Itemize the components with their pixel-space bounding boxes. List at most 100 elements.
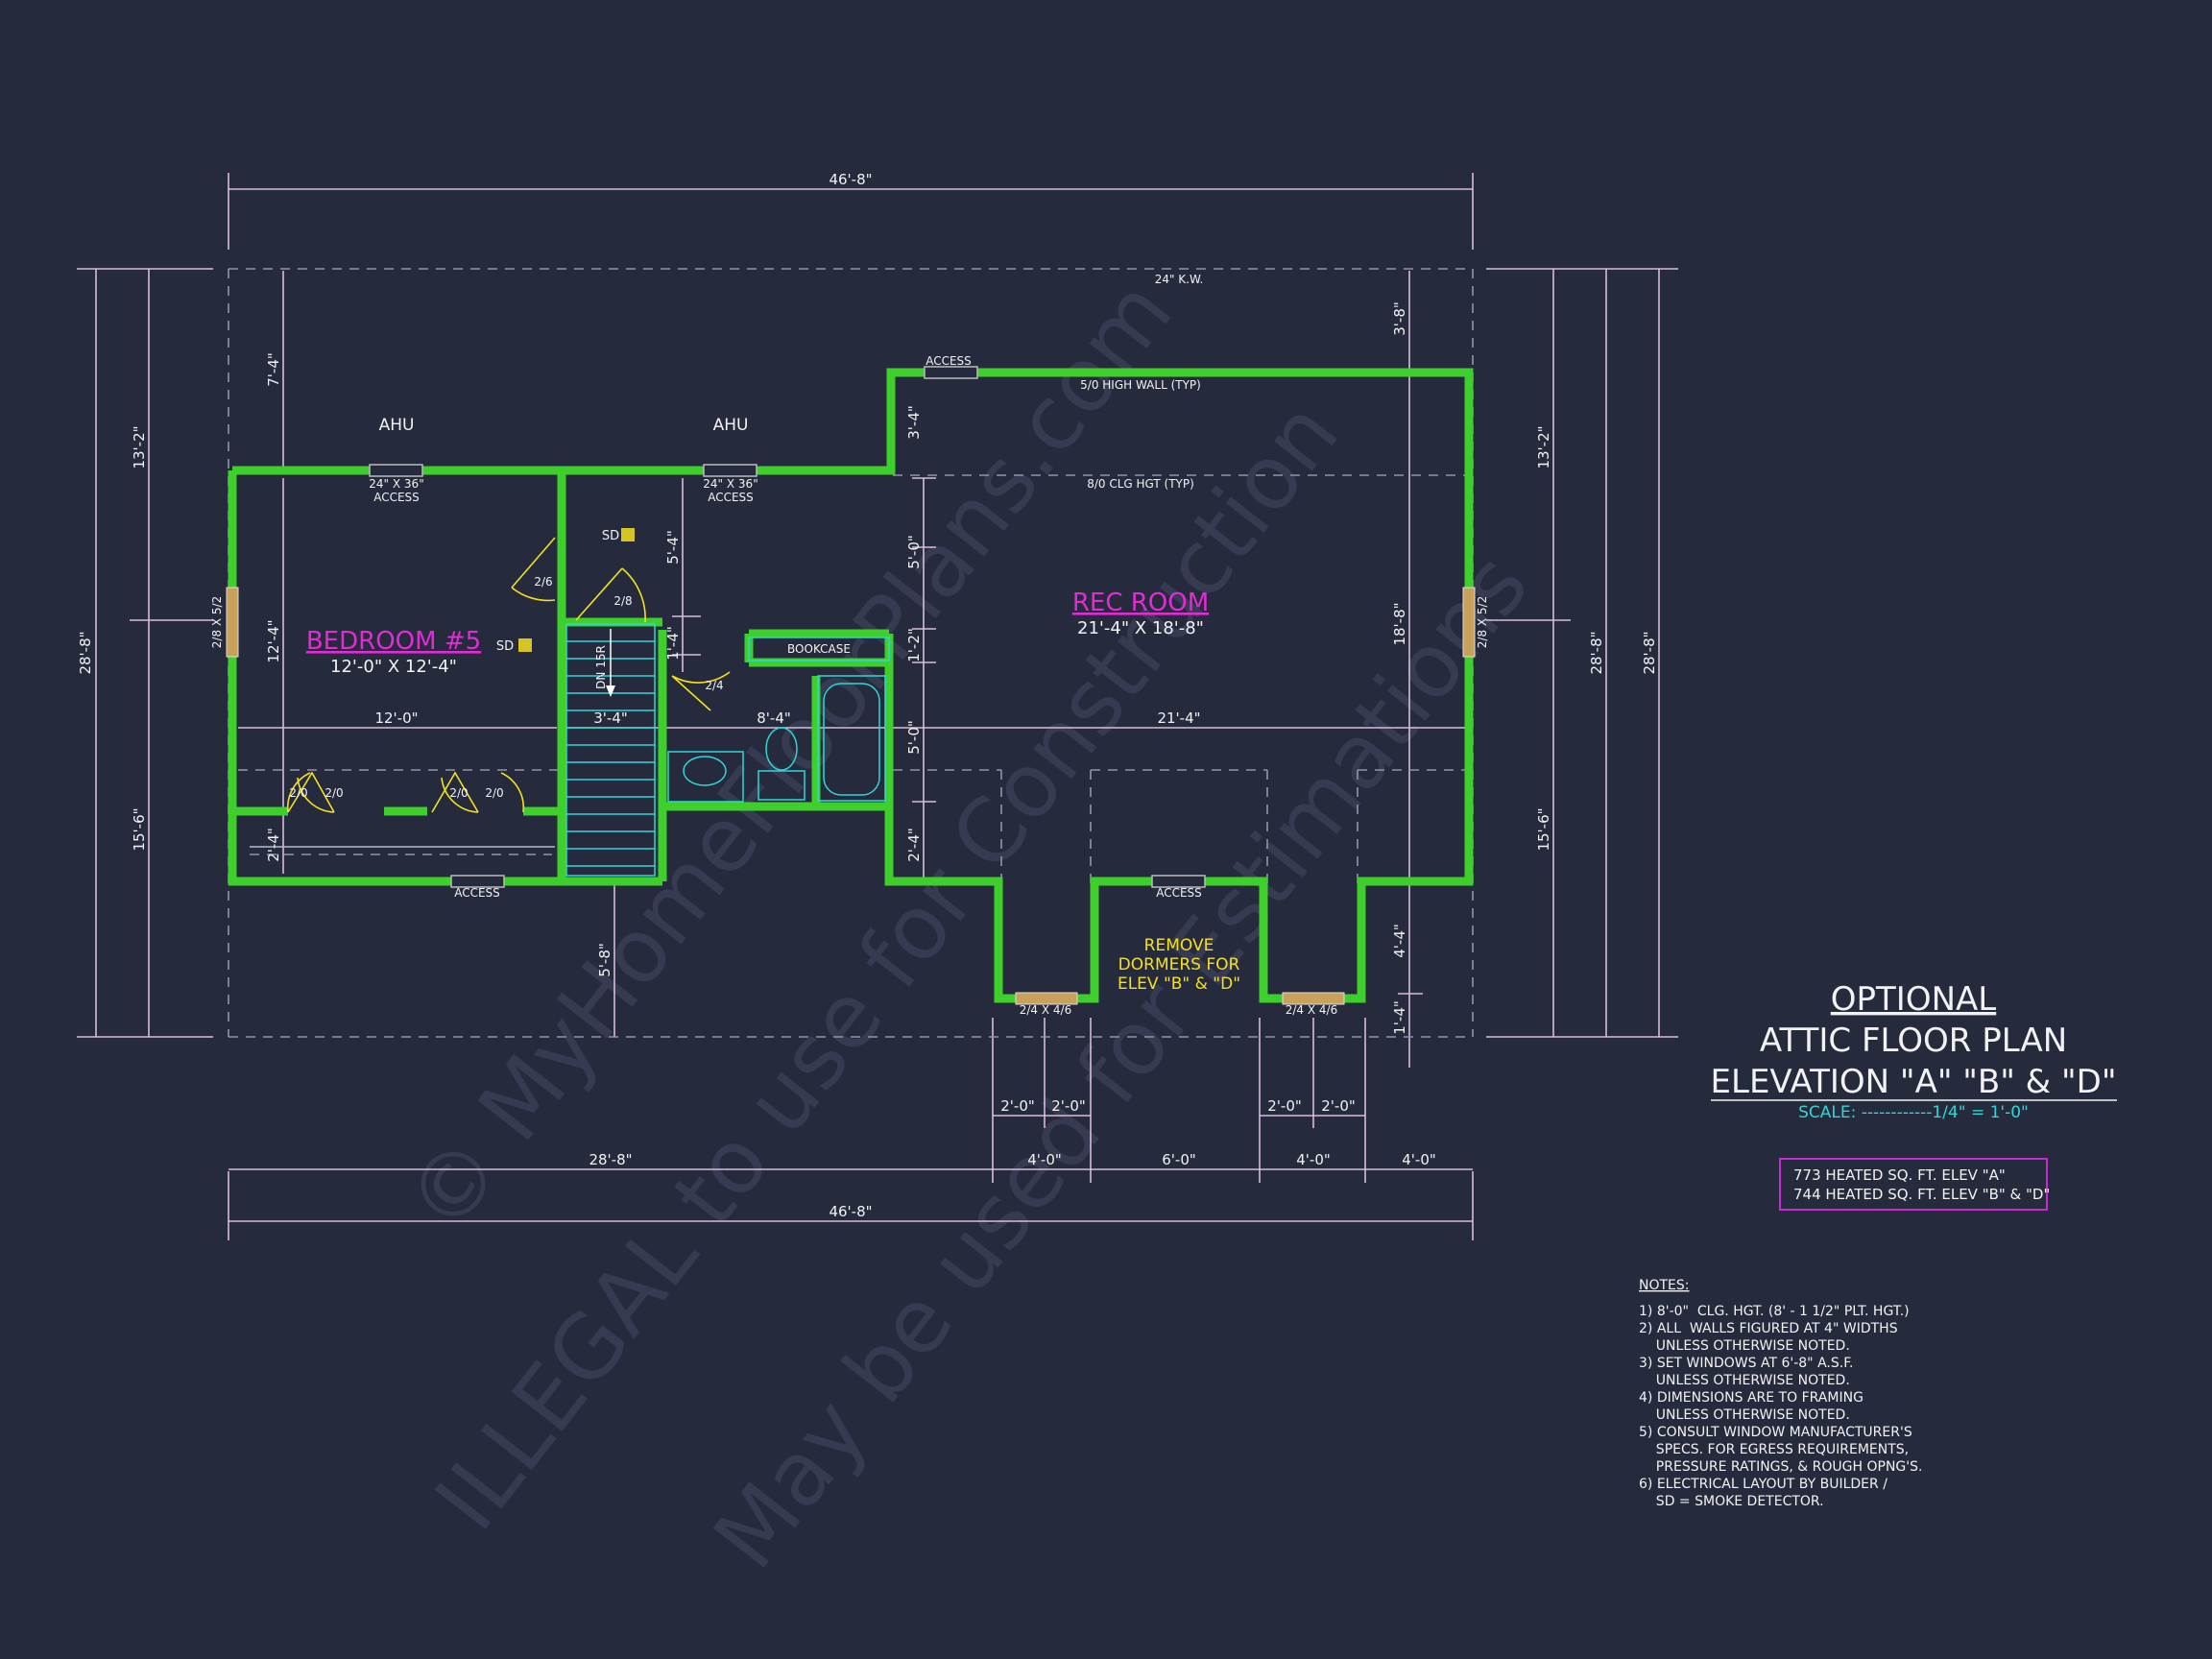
note-line: UNLESS OTHERWISE NOTED. [1639, 1407, 1850, 1423]
plan-labels: 24" K.W. AHU AHU 24" X 36" ACCESS 24" X … [210, 273, 1489, 1017]
sqft-line-2: 744 HEATED SQ. FT. ELEV "B" & "D" [1793, 1186, 2050, 1203]
title-line-3: ELEVATION "A" "B" & "D" [1711, 1063, 2117, 1101]
closet-door-1: 2/0 [289, 786, 307, 800]
rec-room-label: REC ROOM [1072, 589, 1209, 617]
window-openings [226, 366, 1476, 1005]
dim-bottom-2-0b: 2'-0" [1051, 1097, 1086, 1115]
title-line-1: OPTIONAL [1831, 980, 1997, 1019]
bookcase-label: BOOKCASE [787, 642, 851, 656]
note-line: 1) 8'-0" CLG. HGT. (8' - 1 1/2" PLT. HGT… [1639, 1304, 1910, 1319]
access-bottom-mid: ACCESS [1156, 886, 1202, 900]
dim-bottom-2-0d: 2'-0" [1321, 1097, 1356, 1115]
bath-fixtures [667, 637, 890, 803]
doors [286, 537, 731, 813]
dim-right-4-4: 4'-4" [1391, 924, 1408, 958]
dim-bed-2-4: 2'-4" [265, 828, 282, 862]
rec-room-size: 21'-4" X 18'-8" [1077, 618, 1204, 638]
closet-door-3: 2/0 [449, 786, 468, 800]
door-2-8: 2/8 [613, 594, 632, 608]
dim-mid-5-0a: 5'-0" [905, 535, 923, 569]
dim-low-5-8: 5'-8" [596, 943, 613, 977]
dim-hall-5-4: 5'-4" [664, 530, 682, 565]
note-line: 6) ELECTRICAL LAYOUT BY BUILDER / [1639, 1477, 1887, 1492]
dim-top-3-8: 3'-8" [1391, 301, 1408, 336]
note-line: UNLESS OTHERWISE NOTED. [1639, 1338, 1850, 1354]
dim-bottom-2-0c: 2'-0" [1267, 1097, 1302, 1115]
bedroom-size: 12'-0" X 12'-4" [330, 657, 457, 677]
smoke-detector-icon [518, 638, 532, 652]
dim-mid-2-4: 2'-4" [905, 828, 923, 862]
dim-bottom-6-0: 6'-0" [1162, 1151, 1196, 1168]
sd-label-1: SD [602, 529, 619, 543]
access-top-mid: 24" X 36" [703, 477, 757, 491]
dim-bottom-4-0a: 4'-0" [1027, 1151, 1062, 1168]
title-line-2: ATTIC FLOOR PLAN [1760, 1022, 2067, 1060]
access-top-left: 24" X 36" [369, 477, 423, 491]
sqft-box: 773 HEATED SQ. FT. ELEV "A" 744 HEATED S… [1779, 1158, 2050, 1211]
scale-label: SCALE: ------------1/4" = 1'-0" [1798, 1103, 2029, 1122]
dim-bottom-4-0c: 4'-0" [1402, 1151, 1436, 1168]
dimension-lines [77, 173, 1678, 1240]
window-right-label: 2/8 X 5/2 [1476, 596, 1489, 648]
dim-mid-1-2: 1'-2" [905, 628, 923, 662]
access-top-mid-2: ACCESS [708, 491, 754, 504]
dim-bed-12-4: 12'-4" [265, 619, 282, 662]
closet-door-4: 2/0 [485, 786, 503, 800]
ahu-right: AHU [713, 416, 749, 435]
dim-right-28-8a: 28'-8" [1588, 631, 1605, 674]
kw-label: 24" K.W. [1155, 273, 1204, 286]
dim-mid-5-0b: 5'-0" [905, 720, 923, 755]
dim-left-28-8: 28'-8" [77, 631, 94, 674]
note-line: SPECS. FOR EGRESS REQUIREMENTS, [1639, 1442, 1909, 1457]
dim-bottom-2-0a: 2'-0" [1000, 1097, 1035, 1115]
smoke-detector-icon [621, 528, 635, 541]
remove-dormers-note: REMOVE DORMERS FOR ELEV "B" & "D" [1118, 936, 1240, 994]
dim-left-15-6: 15'-6" [131, 807, 148, 851]
dim-bath-8-4: 8'-4" [757, 709, 791, 727]
stair-arrow-head [606, 685, 615, 697]
window-left-label: 2/8 X 5/2 [210, 596, 224, 648]
door-2-6: 2/6 [534, 575, 552, 589]
sd-label-2: SD [496, 639, 514, 654]
dim-bottom-overall: 46'-8" [829, 1203, 872, 1220]
dim-rec-21-4: 21'-4" [1157, 709, 1200, 727]
notes-heading: NOTES: [1639, 1278, 1690, 1293]
high-wall-label: 5/0 HIGH WALL (TYP) [1080, 378, 1201, 392]
sqft-line-1: 773 HEATED SQ. FT. ELEV "A" [1793, 1166, 2006, 1184]
note-line: SD = SMOKE DETECTOR. [1639, 1494, 1824, 1509]
dim-top-7-4: 7'-4" [265, 352, 282, 387]
watermark: © MyHomeFloorPlans.com ILLEGAL to use fo… [387, 261, 1548, 1587]
access-bottom-left: ACCESS [454, 886, 500, 900]
note-line: 3) SET WINDOWS AT 6'-8" A.S.F. [1639, 1356, 1853, 1371]
closet-door-2: 2/0 [325, 786, 343, 800]
note-line: PRESSURE RATINGS, & ROUGH OPNG'S. [1639, 1459, 1922, 1475]
ahu-left: AHU [379, 416, 415, 435]
access-top-left-2: ACCESS [373, 491, 420, 504]
stair-label: DN 15R [594, 645, 608, 689]
remove-dormers-line-3: ELEV "B" & "D" [1118, 974, 1240, 994]
dim-bottom-4-0b: 4'-0" [1296, 1151, 1331, 1168]
dormer-window-right: 2/4 X 4/6 [1286, 1003, 1337, 1017]
dim-right-15-6: 15'-6" [1535, 807, 1552, 851]
note-line: 2) ALL WALLS FIGURED AT 4" WIDTHS [1639, 1321, 1898, 1336]
dormer-window-left: 2/4 X 4/6 [1020, 1003, 1071, 1017]
title-block: OPTIONAL ATTIC FLOOR PLAN ELEVATION "A" … [1711, 980, 2117, 1122]
remove-dormers-line-2: DORMERS FOR [1118, 955, 1240, 974]
bedroom-label: BEDROOM #5 [306, 627, 481, 656]
dim-right-13-2: 13'-2" [1535, 425, 1552, 469]
note-line: 5) CONSULT WINDOW MANUFACTURER'S [1639, 1425, 1912, 1440]
note-line: 4) DIMENSIONS ARE TO FRAMING [1639, 1390, 1863, 1406]
clg-hgt-label: 8/0 CLG HGT (TYP) [1087, 477, 1194, 491]
dim-right-1-4: 1'-4" [1391, 1000, 1408, 1035]
notes: NOTES: 1) 8'-0" CLG. HGT. (8' - 1 1/2" P… [1639, 1278, 1922, 1509]
dim-left-13-2: 13'-2" [131, 425, 148, 469]
dim-hall-1-4: 1'-4" [664, 626, 682, 661]
remove-dormers-line-1: REMOVE [1144, 936, 1214, 955]
dim-stair-3-4: 3'-4" [593, 709, 628, 727]
dim-mid-3-4: 3'-4" [905, 405, 923, 440]
dim-bottom-28-8: 28'-8" [589, 1151, 632, 1168]
dim-rec-18-8: 18'-8" [1391, 602, 1408, 645]
access-top-right: ACCESS [926, 354, 972, 368]
